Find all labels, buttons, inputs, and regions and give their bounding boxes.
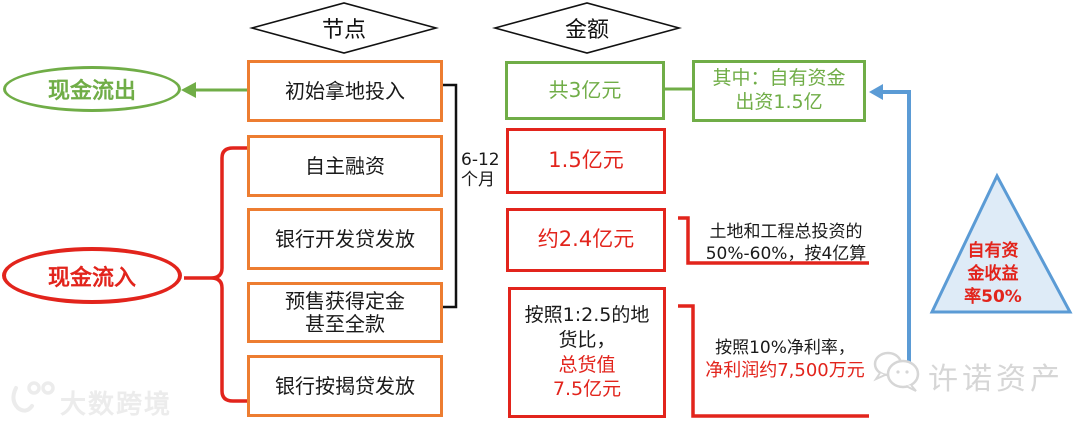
node-bank-mortgage-loan: 银行按揭贷发放 xyxy=(247,355,443,417)
duration-label: 6-12 个月 xyxy=(461,150,500,191)
dashukuajing-logo-icon xyxy=(11,381,55,413)
node-initial-land-investment: 初始拿地投入 xyxy=(247,60,443,122)
cash-in-brace xyxy=(184,146,247,403)
cash-out-arrow xyxy=(181,82,247,98)
amount-dev-loan: 约2.4亿元 xyxy=(506,208,666,272)
profit-note: 按照10%净利率， 净利润约7,500万元 xyxy=(692,337,878,382)
amount-self-financing: 1.5亿元 xyxy=(506,128,666,194)
node-presale-deposit: 预售获得定金 甚至全款 xyxy=(247,282,443,343)
presale-ratio-text: 按照1:2.5的地 货比， xyxy=(524,304,650,351)
cash-outflow-ellipse: 现金流出 xyxy=(3,66,181,112)
return-rate-label: 自有资 金收益 率50% xyxy=(964,241,1022,307)
node-column-header: 节点 xyxy=(321,18,366,43)
investment-note: 土地和工程总投资的 50%-60%，按4亿算 xyxy=(705,222,867,265)
amount-column-header: 金额 xyxy=(564,18,609,43)
cash-inflow-ellipse: 现金流入 xyxy=(2,247,182,304)
amount-total-investment: 共3亿元 xyxy=(505,61,665,120)
presale-total-value-text: 总货值 7.5亿元 xyxy=(552,353,622,401)
node-self-financing: 自主融资 xyxy=(247,135,443,197)
wechat-icon xyxy=(873,351,920,392)
profit-note-red-line: 净利润约7,500万元 xyxy=(705,360,865,382)
own-funds-box: 其中：自有资金 出资1.5亿 xyxy=(692,60,866,122)
watermark-right-text: 许诺资产 xyxy=(928,362,1064,397)
watermark-left-text: 大数跨境 xyxy=(60,390,173,420)
profit-note-black-line: 按照10%净利率， xyxy=(715,338,855,358)
amount-presale-value: 按照1:2.5的地 货比， 总货值 7.5亿元 xyxy=(508,287,666,418)
node-bank-dev-loan: 银行开发贷发放 xyxy=(247,208,443,270)
